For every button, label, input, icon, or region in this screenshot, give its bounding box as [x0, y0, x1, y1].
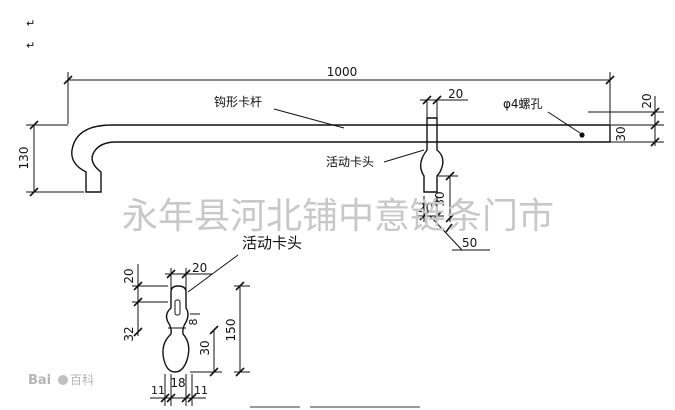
detail-title: 活动卡头	[242, 234, 302, 252]
dimension-label: 1000	[327, 65, 358, 79]
screw-hole-callout: φ4螺孔	[503, 97, 585, 138]
paw-icon	[58, 375, 68, 385]
screw-hole-label: φ4螺孔	[503, 97, 543, 111]
dimension-clip-bottom: 30 20 50	[418, 171, 490, 251]
dimension-label: 11	[194, 384, 208, 397]
svg-text:百科: 百科	[70, 373, 94, 387]
dimension-label: 20	[640, 93, 654, 108]
clip-head-label: 活动卡头	[326, 155, 374, 169]
hook-bar	[71, 124, 611, 193]
dimension-label: 150	[224, 319, 238, 342]
dimension-label: 18	[170, 376, 185, 390]
clip-head-callout: 活动卡头	[326, 149, 425, 169]
dimension-label: 20	[448, 87, 463, 101]
watermark-text: 永年县河北铺中意链条门市	[122, 196, 554, 237]
clip-head-detail-callout: 活动卡头	[187, 234, 302, 293]
dimension-label: 20	[418, 201, 433, 215]
dimension-bar-thickness: 20 30	[588, 93, 664, 147]
dimension-end-height: 130	[17, 120, 84, 197]
dimension-clip-width: 20	[420, 87, 468, 118]
dimension-detail: 20 20 32 8 30 150 18	[122, 261, 250, 406]
dimension-label: 8	[187, 319, 200, 326]
dimension-label: 130	[17, 147, 31, 170]
hook-bar-label: 钩形卡杆	[214, 95, 262, 109]
clip-head-detail	[162, 285, 190, 373]
dimension-label: 20	[122, 268, 136, 283]
dimension-overall-length: 1000	[63, 65, 615, 124]
dimension-label: 20	[192, 261, 207, 275]
svg-text:Bai: Bai	[28, 373, 51, 388]
dimension-label: 50	[462, 236, 477, 250]
dimension-label: 30	[614, 126, 628, 141]
paragraph-mark: ↵	[26, 39, 35, 52]
dimension-label: 32	[122, 326, 136, 341]
paragraph-mark: ↵	[26, 17, 35, 30]
dimension-label: 30	[198, 340, 212, 355]
dimension-label: 11	[151, 384, 165, 397]
clip-head-on-bar	[419, 117, 444, 193]
screw-hole-marker	[579, 132, 585, 138]
hook-bar-callout: 钩形卡杆	[214, 95, 345, 129]
baidu-logo: Bai 百科	[28, 373, 94, 388]
